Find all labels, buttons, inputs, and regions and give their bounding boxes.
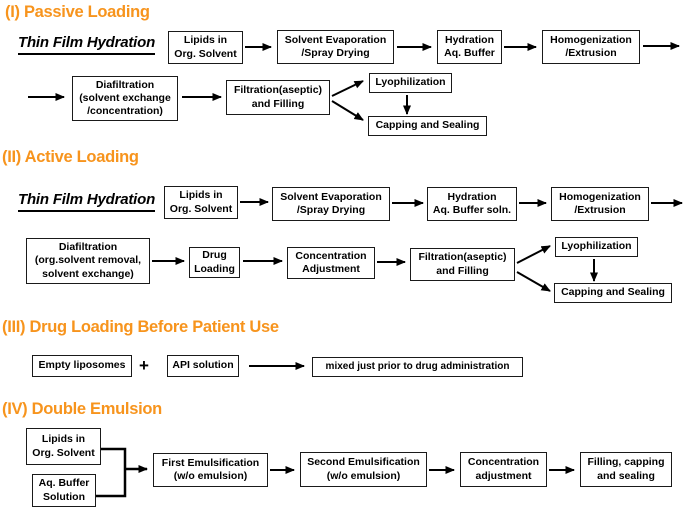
arrow-s1-filtration-to-capping bbox=[331, 100, 364, 121]
box-label: Lipids in Org. Solvent bbox=[32, 433, 95, 459]
box-s2-concentration-adjustment: Concentration Adjustment bbox=[287, 247, 375, 279]
section-heading-active-loading: (II) Active Loading bbox=[2, 148, 139, 166]
box-label: Diafiltration (solvent exchange /concent… bbox=[79, 78, 171, 118]
box-s4-second-emulsification: Second Emulsification (w/o emulsion) bbox=[300, 452, 427, 487]
box-s2-solvent-evaporation: Solvent Evaporation /Spray Drying bbox=[272, 187, 390, 221]
box-label: Capping and Sealing bbox=[561, 286, 665, 299]
box-s4-lipids-in-org-solvent: Lipids in Org. Solvent bbox=[26, 428, 101, 465]
box-s4-aq-buffer-solution: Aq. Buffer Solution bbox=[32, 474, 96, 507]
box-s3-empty-liposomes: Empty liposomes bbox=[32, 355, 132, 377]
box-s1-filtration-aseptic-filling: Filtration(aseptic) and Filling bbox=[226, 80, 330, 115]
plus-sign: + bbox=[139, 356, 149, 375]
box-s2-homogenization-extrusion: Homogenization /Extrusion bbox=[551, 187, 649, 221]
box-label: Lyophilization bbox=[561, 240, 632, 253]
box-s2-hydration-aq-buffer-soln: Hydration Aq. Buffer soln. bbox=[427, 187, 517, 221]
box-label: Lipids in Org. Solvent bbox=[169, 189, 233, 215]
box-s1-hydration-aq-buffer: Hydration Aq. Buffer bbox=[437, 30, 502, 64]
box-label: Aq. Buffer Solution bbox=[38, 477, 90, 503]
box-s4-first-emulsification: First Emulsification (w/o emulsion) bbox=[153, 453, 268, 487]
box-label: Hydration Aq. Buffer bbox=[444, 33, 495, 59]
box-label: Capping and Sealing bbox=[375, 119, 480, 132]
box-s1-homogenization-extrusion: Homogenization /Extrusion bbox=[542, 30, 640, 64]
section-heading-passive-loading: (I) Passive Loading bbox=[5, 3, 150, 21]
box-label: Solvent Evaporation /Spray Drying bbox=[284, 33, 387, 59]
box-label: First Emulsification (w/o emulsion) bbox=[161, 456, 260, 482]
arrow-s1-filtration-to-lyoph bbox=[331, 80, 364, 97]
box-s2-lyophilization: Lyophilization bbox=[555, 237, 638, 257]
box-label: API solution bbox=[172, 359, 234, 372]
box-label: Lipids in Org. Solvent bbox=[174, 34, 237, 60]
box-s4-concentration-adjustment: Concentration adjustment bbox=[460, 452, 547, 487]
box-s4-filling-capping-sealing: Filling, capping and sealing bbox=[580, 452, 672, 487]
box-s2-capping-and-sealing: Capping and Sealing bbox=[554, 283, 672, 303]
box-label: Homogenization /Extrusion bbox=[559, 190, 641, 216]
box-label: Lyophilization bbox=[375, 76, 446, 89]
box-label: Hydration Aq. Buffer soln. bbox=[432, 190, 512, 216]
box-s2-lipids-in-org-solvent: Lipids in Org. Solvent bbox=[164, 186, 238, 219]
box-label: Empty liposomes bbox=[38, 359, 126, 372]
box-label: Filtration(aseptic) and Filling bbox=[418, 251, 507, 277]
box-s1-lyophilization: Lyophilization bbox=[369, 73, 452, 93]
section-heading-double-emulsion: (IV) Double Emulsion bbox=[2, 400, 162, 418]
box-label: mixed just prior to drug administration bbox=[325, 360, 510, 372]
box-s3-api-solution: API solution bbox=[167, 355, 239, 377]
box-s1-diafiltration: Diafiltration (solvent exchange /concent… bbox=[72, 76, 178, 121]
box-s1-lipids-in-org-solvent: Lipids in Org. Solvent bbox=[168, 31, 243, 64]
box-label: Filling, capping and sealing bbox=[587, 456, 665, 482]
box-label: Concentration adjustment bbox=[467, 456, 540, 482]
box-s2-diafiltration: Diafiltration (org.solvent removal, solv… bbox=[26, 238, 150, 284]
box-s2-drug-loading: Drug Loading bbox=[189, 247, 240, 278]
arrow-s2-filtration-to-lyoph bbox=[516, 245, 551, 264]
box-label: Second Emulsification (w/o emulsion) bbox=[307, 456, 420, 482]
box-label: Drug Loading bbox=[194, 249, 235, 275]
box-label: Filtration(aseptic) and Filling bbox=[233, 84, 323, 110]
connector-s4-merge-bracket bbox=[96, 447, 127, 498]
box-label: Homogenization /Extrusion bbox=[550, 33, 632, 59]
box-s2-filtration-aseptic-filling: Filtration(aseptic) and Filling bbox=[410, 248, 515, 281]
method-label-thin-film-hydration-1: Thin Film Hydration bbox=[18, 34, 155, 55]
box-label: Concentration Adjustment bbox=[295, 249, 367, 275]
box-label: Solvent Evaporation /Spray Drying bbox=[280, 190, 382, 216]
box-s1-capping-and-sealing: Capping and Sealing bbox=[368, 116, 487, 136]
method-label-thin-film-hydration-2: Thin Film Hydration bbox=[18, 191, 155, 212]
section-heading-drug-loading-before-patient-use: (III) Drug Loading Before Patient Use bbox=[2, 318, 279, 336]
arrow-s2-filtration-to-capping bbox=[516, 271, 551, 292]
box-s3-mixed-just-prior: mixed just prior to drug administration bbox=[312, 357, 523, 377]
box-label: Diafiltration (org.solvent removal, solv… bbox=[34, 241, 142, 280]
box-s1-solvent-evaporation: Solvent Evaporation /Spray Drying bbox=[277, 30, 394, 64]
